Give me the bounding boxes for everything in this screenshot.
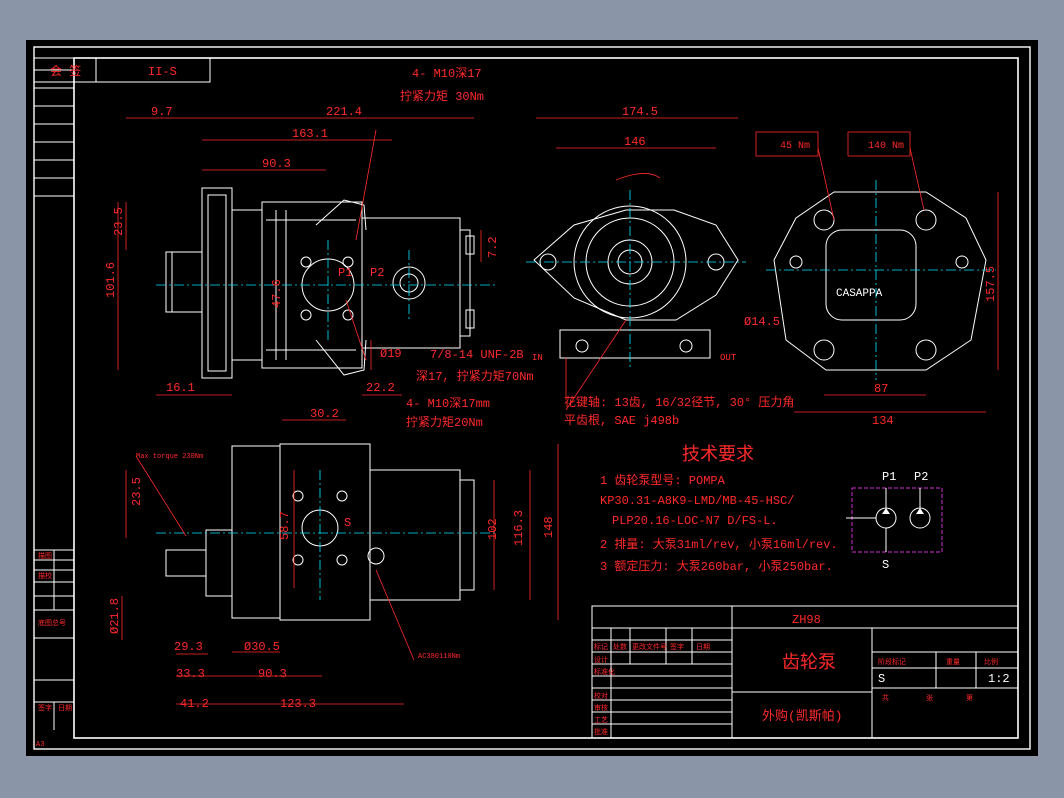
tb-total: 共: [882, 693, 889, 703]
dim-134: 134: [872, 414, 894, 428]
dim-146: 146: [624, 135, 646, 149]
dim-7-2: 7.2: [486, 236, 500, 258]
dim-116-3: 116.3: [512, 510, 526, 546]
dim-dia-14-5: Ø14.5: [744, 315, 780, 329]
note-torque-30: 拧紧力矩 30Nm: [400, 89, 484, 104]
note-torque-70: 深17, 拧紧力矩70Nm: [416, 369, 534, 384]
dim-30-2: 30.2: [310, 407, 339, 421]
out-label: OUT: [720, 353, 737, 363]
note-m10-b: 4- M10深17mm: [406, 396, 490, 411]
tech-line-4: 2 排量: 大泵31ml/rev, 小泵16ml/rev.: [600, 537, 838, 552]
dim-221-4: 221.4: [326, 105, 362, 119]
scale-value: 1:2: [988, 672, 1010, 686]
dim-22-2: 22.2: [366, 381, 395, 395]
brand-casappa: CASAPPA: [836, 288, 883, 300]
symbol-s: S: [882, 558, 889, 572]
lc-base-no: 底图总号: [38, 618, 66, 628]
note-torque-20: 拧紧力矩20Nm: [406, 415, 483, 430]
stage-mark: S: [878, 672, 885, 686]
tech-line-3: PLP20.16-LOC-N7 D/FS-L.: [612, 514, 778, 528]
spline-note-2: 平齿根, SAE j498b: [564, 413, 679, 428]
countersign-label: 会 签: [50, 63, 81, 79]
port-p2: P2: [370, 266, 384, 280]
lc-trace-check: 描校: [38, 571, 52, 581]
dim-33-3: 33.3: [176, 667, 205, 681]
tb-head-mark: 标记: [594, 642, 608, 652]
dim-23-5-b: 23.5: [130, 477, 144, 506]
note-ac: AC380110Nm: [418, 653, 460, 661]
top-view: [165, 443, 475, 621]
tech-line-5: 3 额定压力: 大泵260bar, 小泵250bar.: [600, 558, 833, 574]
tb-no: 第: [966, 693, 973, 703]
tech-title: 技术要求: [682, 444, 754, 466]
dim-dia-21-8: Ø21.8: [108, 598, 122, 634]
note-m10-a: 4- M10深17: [412, 66, 482, 81]
tb-head-change: 更改文件号: [632, 642, 667, 652]
dim-dia-30-5: Ø30.5: [244, 640, 280, 654]
sheet-id: A3: [36, 741, 44, 749]
tb-standard: 标准化: [594, 667, 615, 677]
end-view: [533, 205, 739, 359]
note-unf: 7/8-14 UNF-2B: [430, 348, 524, 362]
tb-sheets: 张: [926, 693, 933, 703]
dim-102: 102: [486, 518, 500, 540]
dim-47-6: 47.6: [270, 279, 284, 308]
spline-note-1: 花键轴: 13齿, 16/32径节, 30° 压力角: [564, 394, 794, 410]
dim-123-3: 123.3: [280, 697, 316, 711]
lc-sign: 签字: [38, 703, 52, 713]
dim-58-7: 58.7: [278, 511, 292, 540]
dim-87: 87: [874, 382, 888, 396]
dim-174-5: 174.5: [622, 105, 658, 119]
part-name: 齿轮泵: [782, 652, 836, 674]
drawing-canvas: 9.7 221.4 163.1 90.3 23.5 101.6 16.1 22.…: [33, 46, 1031, 750]
port-p1: P1: [338, 266, 352, 280]
lc-date: 日期: [58, 704, 72, 713]
torque-45: 45 Nm: [780, 141, 810, 152]
dim-23-5: 23.5: [112, 207, 126, 236]
tb-head-count: 处数: [613, 642, 627, 652]
note-max-torque: Max torque 230Nm: [136, 453, 203, 461]
dim-9-7: 9.7: [151, 105, 173, 119]
dim-90-3-b: 90.3: [258, 667, 287, 681]
tb-head-sign: 签字: [670, 642, 684, 652]
tb-weight: 重量: [946, 658, 960, 667]
dim-148: 148: [542, 516, 556, 538]
rear-view: [773, 191, 987, 371]
dim-41-2: 41.2: [180, 697, 209, 711]
port-s: S: [344, 516, 351, 530]
symbol-p2: P2: [914, 470, 928, 484]
torque-140: 140 Nm: [868, 141, 904, 152]
tb-check: 校对: [594, 691, 608, 701]
drawing-number: ZH98: [792, 613, 821, 627]
drawing-sheet: 9.7 221.4 163.1 90.3 23.5 101.6 16.1 22.…: [26, 40, 1038, 756]
tech-line-2: KP30.31-A8K9-LMD/MB-45-HSC/: [600, 494, 794, 508]
tech-line-1: 1 齿轮泵型号: POMPA: [600, 473, 726, 488]
countersign-code: II-S: [148, 65, 177, 79]
in-label: IN: [532, 353, 543, 363]
tb-stage: 阶段标记: [878, 657, 906, 667]
lc-trace: 描图: [38, 551, 52, 561]
dim-101-6: 101.6: [104, 262, 118, 298]
symbol-p1: P1: [882, 470, 896, 484]
tb-review: 审核: [594, 703, 608, 713]
tb-scale: 比例: [984, 657, 998, 667]
dim-157-5: 157.5: [984, 266, 998, 302]
part-source: 外购(凯斯帕): [762, 708, 843, 724]
hydraulic-symbol: P1 P2 S: [846, 470, 943, 572]
tb-approve: 批准: [594, 727, 608, 737]
dim-16-1: 16.1: [166, 381, 195, 395]
dim-29-3: 29.3: [174, 640, 203, 654]
tb-process: 工艺: [594, 716, 608, 725]
dim-163-1: 163.1: [292, 127, 328, 141]
tb-head-date: 日期: [696, 643, 710, 652]
inner-frame: [73, 57, 1019, 739]
front-view: [165, 187, 475, 379]
dim-dia-19: Ø19: [380, 347, 402, 361]
tb-design: 设计: [594, 655, 608, 665]
dim-90-3: 90.3: [262, 157, 291, 171]
outer-frame: [33, 46, 1031, 750]
